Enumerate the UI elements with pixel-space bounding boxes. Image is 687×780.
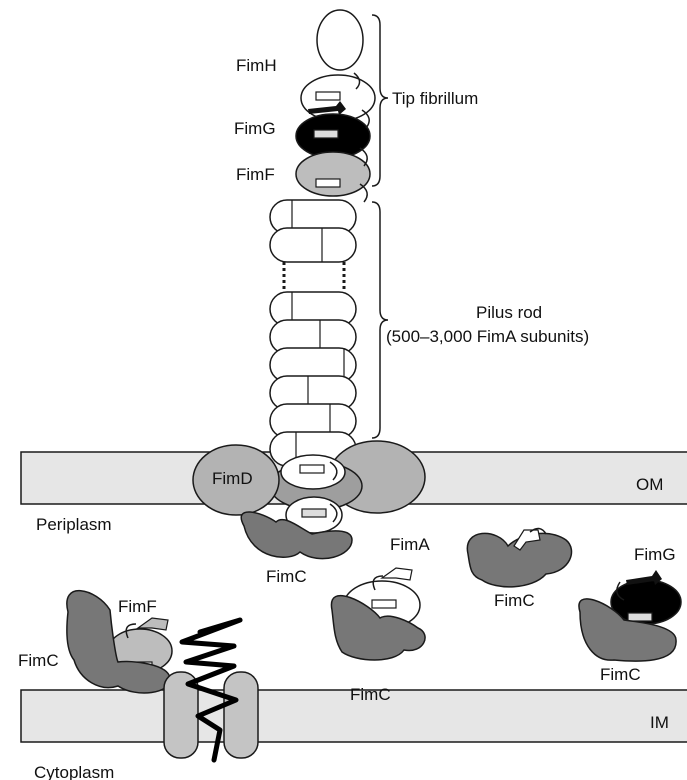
pilus-rod-subtitle: (500–3,000 FimA subunits) [386, 327, 589, 346]
tip-fibrillum-brace [371, 14, 389, 187]
fimD-usher [192, 440, 426, 516]
fimF-left-label: FimF [118, 597, 157, 616]
fimF-tip-label: FimF [236, 165, 275, 184]
fimC-middle-label: FimC [350, 685, 391, 704]
fimG-right-label: FimG [634, 545, 676, 564]
fimG-fimC-complex [578, 570, 682, 662]
pilus-rod-brace [371, 201, 389, 439]
inner-membrane-translocon [163, 617, 259, 763]
transmembrane-helix-icon [179, 617, 243, 763]
fimC-center-label: FimC [266, 567, 307, 586]
center-chaperone-complex [240, 496, 353, 560]
fimF-tip-subunit [295, 147, 371, 203]
fimC-right-label: FimC [600, 665, 641, 684]
fimH-lectin-domain [316, 9, 364, 71]
pilus-rod [269, 199, 357, 467]
fimC-right-top-label: FimC [494, 591, 535, 610]
fimG-tip-label: FimG [234, 119, 276, 138]
fimD-label: FimD [212, 469, 253, 488]
fimA-fimC-complex [330, 567, 426, 661]
fimH-label: FimH [236, 56, 277, 75]
im-label: IM [650, 713, 669, 732]
tip-fibrillum-label: Tip fibrillum [392, 89, 478, 108]
free-fimC-chaperone [466, 527, 573, 588]
inner-membrane [20, 689, 687, 743]
periplasm-label: Periplasm [36, 515, 112, 534]
cytoplasm-label: Cytoplasm [34, 763, 114, 780]
fimA-label: FimA [390, 535, 430, 554]
fimF-fimC-complex [66, 590, 173, 694]
fimC-left-label: FimC [18, 651, 59, 670]
pilus-rod-label: Pilus rod [476, 303, 542, 322]
om-label: OM [636, 475, 663, 494]
